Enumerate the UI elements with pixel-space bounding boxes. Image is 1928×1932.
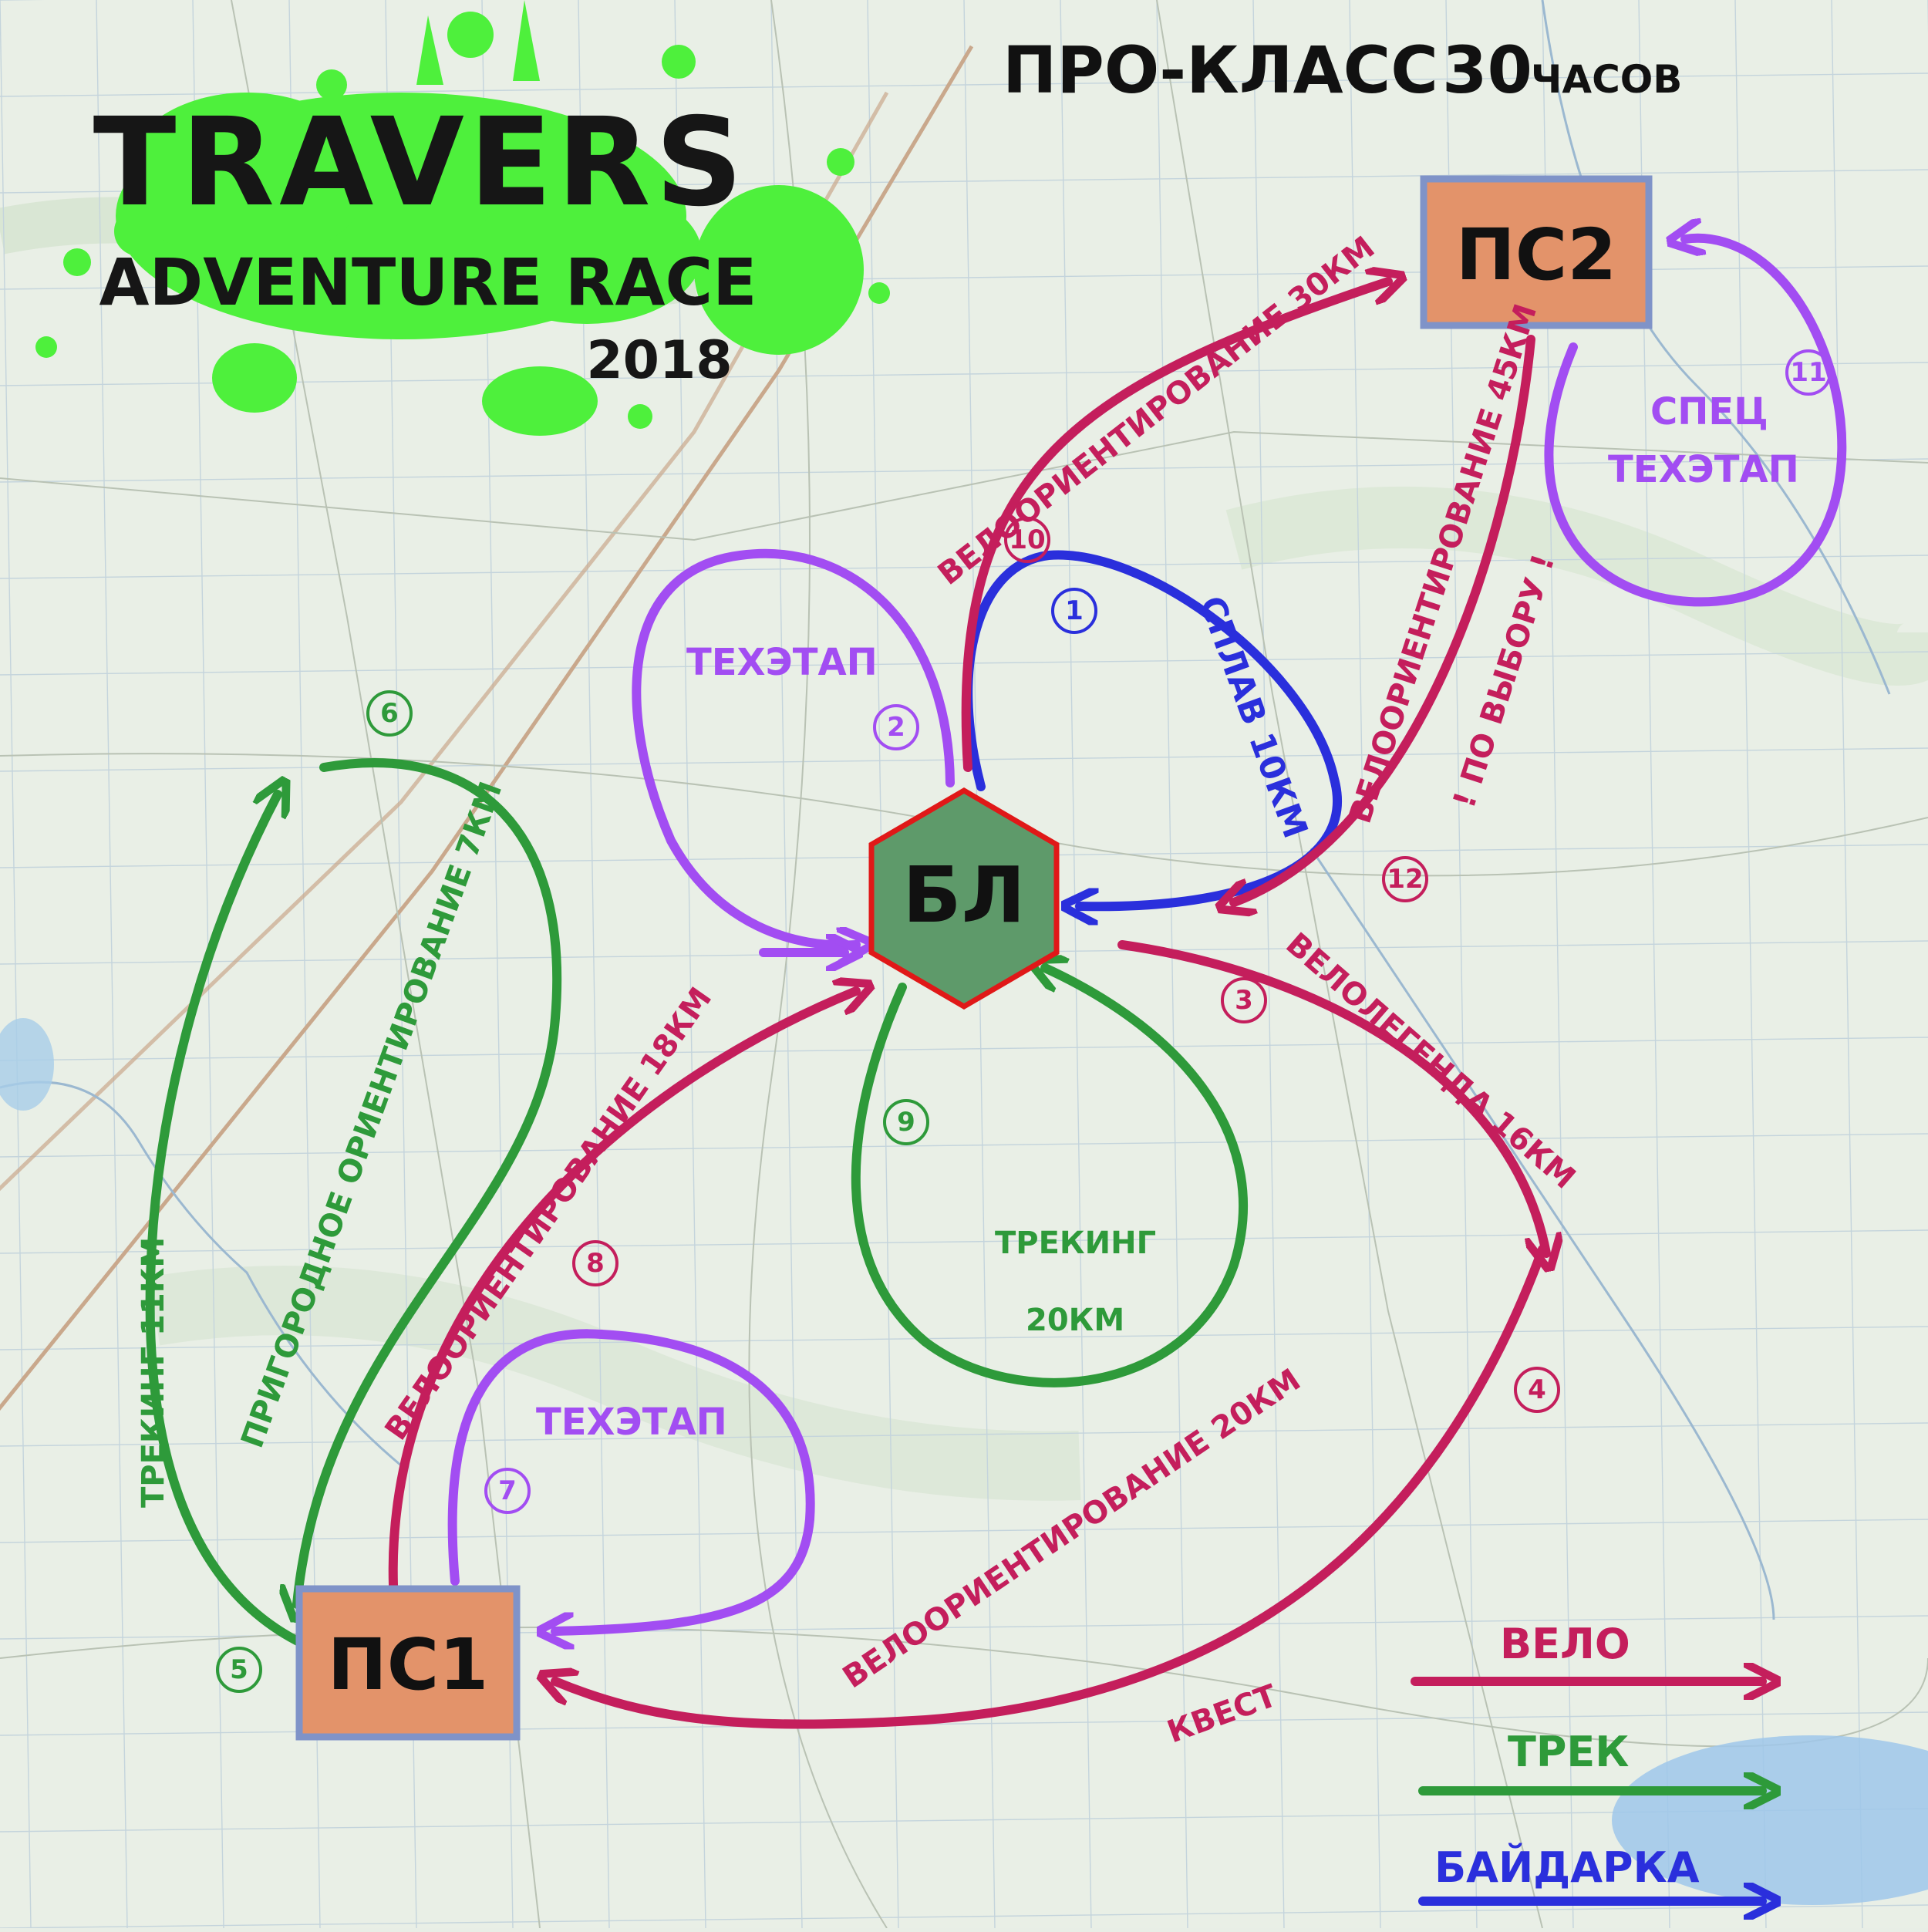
legend-item-bike: ВЕЛО [1411,1620,1762,1681]
stage-number-4: 4 [1514,1367,1560,1413]
stage-number-2: 2 [873,704,919,750]
map-grid-line [674,0,706,1929]
stage-number-10: 10 [1004,517,1050,563]
paint-splash-logo [35,0,890,436]
map-grid-line [0,555,1928,579]
map-grid-line [0,1904,1928,1929]
map-grid-line [0,1808,1928,1833]
legend-item-kayak: БАЙДАРКА [1418,1843,1762,1901]
map-grid-line [1349,0,1381,1929]
hours-value: 30 [1442,32,1532,108]
base-label: БЛ [902,850,1025,940]
map-grid-line [0,1229,1928,1254]
brand-title: TRAVERS [93,92,748,234]
svg-text:11: 11 [1790,357,1826,388]
stage-11-label: СПЕЦ [1650,390,1768,433]
route-stage-8 [388,991,856,1590]
stage-number-12: 12 [1382,856,1428,902]
hours-unit: ЧАСОВ [1531,57,1682,102]
legend-item-trek: ТРЕК [1418,1728,1762,1791]
ps1-label: ПС1 [328,1623,489,1706]
map-grid-line [96,0,128,1929]
ps2-label: ПС2 [1456,214,1617,296]
stage-number-6: 6 [366,690,413,737]
route-stage-4 [555,1245,1547,1729]
route-stage-10 [961,282,1388,772]
route-stage-6 [145,794,305,1647]
stage-2-label: ТЕХЭТАП [686,641,878,684]
checkpoint-ps2[interactable]: ПС2 [1420,175,1653,329]
map-grid-line [0,1519,1928,1543]
stage-number-9: 9 [883,1099,929,1145]
stage-number-5: 5 [216,1647,262,1693]
svg-text:4: 4 [1528,1374,1546,1405]
stage-number-7: 7 [484,1468,531,1514]
stage-9-label: ТРЕКИНГ [995,1226,1156,1261]
map-grid-line [1831,0,1863,1929]
svg-text:7: 7 [498,1475,517,1506]
stage-number-3: 3 [1221,977,1267,1023]
square-marker-icon [295,1585,521,1741]
stage-11-label2: ТЕХЭТАП [1608,448,1799,491]
checkpoint-ps1[interactable]: ПС1 [295,1585,521,1741]
class-label: ПРО-КЛАСС [1003,32,1438,108]
stage-6-label: ТРЕКИНГ 11КМ [136,1237,171,1508]
legend-bike-label: ВЕЛО [1500,1620,1630,1668]
stage-7-label: ТЕХЭТАП [536,1401,727,1444]
map-grid-line [0,1037,1928,1061]
base-camp-marker[interactable]: БЛ [868,787,1060,1010]
map-grid-line [1734,0,1767,1929]
map-grid-line [867,0,899,1929]
svg-text:2: 2 [887,712,905,743]
svg-text:8: 8 [586,1248,605,1279]
stage-number-8: 8 [572,1240,619,1286]
route-stage-9 [851,968,1249,1387]
route-stage-12 [1234,335,1535,902]
route-stage-3 [1117,940,1546,1253]
stage-9-label2: 20КМ [1026,1303,1124,1338]
hexagon-marker-icon [868,787,1060,1010]
map-grid-line [0,1422,1928,1447]
svg-text:6: 6 [380,698,399,729]
brand-year: 2018 [586,330,732,391]
square-marker-icon [1420,175,1653,329]
route-stage-2 [632,548,955,946]
legend-trek-label: ТРЕК [1508,1728,1629,1776]
svg-text:3: 3 [1235,985,1253,1016]
svg-text:10: 10 [1009,524,1045,555]
svg-text:5: 5 [230,1654,248,1685]
svg-text:1: 1 [1065,595,1084,626]
svg-text:9: 9 [897,1107,915,1138]
route-stage-7 [447,1329,815,1631]
stage-number-1: 1 [1051,588,1097,634]
route-stage-11 [1544,238,1847,607]
legend-kayak-label: БАЙДАРКА [1434,1843,1700,1892]
map-grid-line [0,362,1928,386]
brand-subtitle: ADVENTURE RACE [99,244,757,320]
map-grid-line [0,1326,1928,1350]
map-grid-line [1156,0,1188,1929]
map-grid-line [1060,0,1092,1929]
route-stage-6-back [297,758,562,1604]
svg-text:12: 12 [1387,864,1423,895]
stage-number-11: 11 [1785,349,1832,396]
legend: ВЕЛО ТРЕК БАЙДАРКА [1411,1620,1762,1901]
map-grid-line [0,1133,1928,1158]
